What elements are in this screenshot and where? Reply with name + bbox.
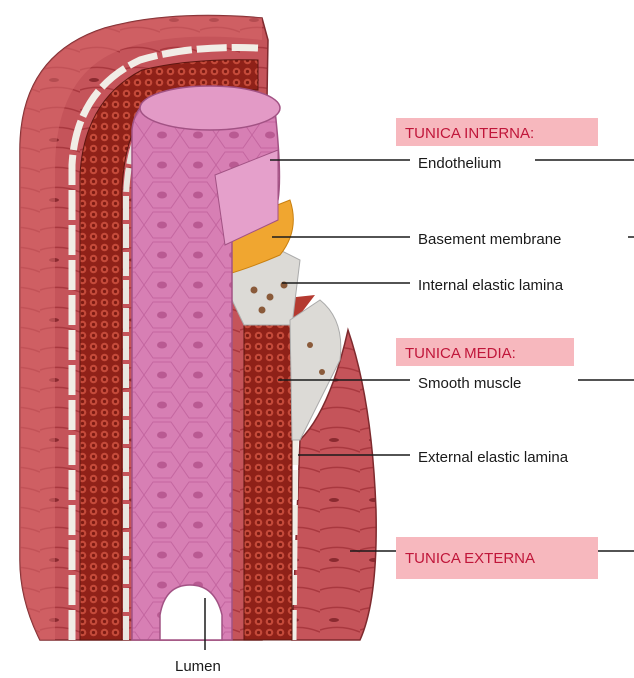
external-elastic-lamina-label: External elastic lamina: [418, 449, 569, 466]
tunica-media-header: TUNICA MEDIA:: [396, 338, 574, 366]
basement-membrane-label: Basement membrane: [418, 231, 561, 248]
tunica-interna-header: TUNICA INTERNA:: [396, 118, 598, 146]
tunica-media-header-text: TUNICA MEDIA:: [405, 345, 516, 362]
tunica-externa-header: TUNICA EXTERNA: [396, 537, 598, 579]
tunica-interna-header-text: TUNICA INTERNA:: [405, 125, 534, 142]
lumen-label: Lumen: [175, 658, 221, 675]
internal-elastic-lamina-label: Internal elastic lamina: [418, 277, 564, 294]
tunica-externa-header-text: TUNICA EXTERNA: [405, 550, 535, 567]
endothelium-label: Endothelium: [418, 155, 501, 172]
smooth-muscle-label: Smooth muscle: [418, 375, 521, 392]
